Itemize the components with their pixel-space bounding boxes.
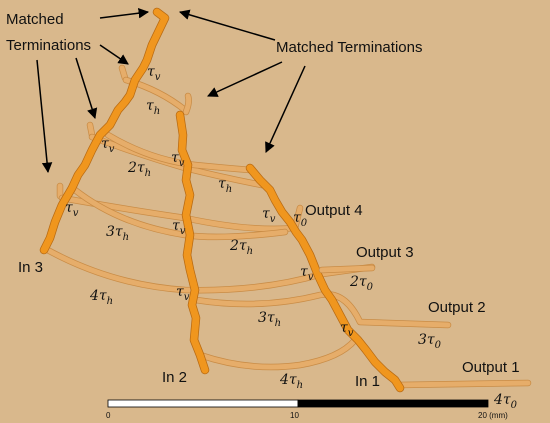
two-tau-h-label: 2τh [229, 238, 253, 257]
scale-bar-white [107, 399, 299, 408]
output4-label: Output 4 [305, 202, 363, 219]
annotation-arrows [36, 7, 306, 174]
in1-label: In 1 [355, 373, 380, 390]
matched-left-line1: Matched [6, 11, 64, 28]
four-tau-h-label: 4τh [89, 288, 113, 307]
h-line-2-2 [72, 187, 288, 240]
tau-h-label: τh [218, 176, 232, 195]
tau-v-label: τv [171, 150, 185, 169]
tau-v-label: τv [65, 200, 79, 219]
three-tau-0-label: 3τ0 [418, 332, 442, 351]
matched-terminations-right-label: Matched Terminations [276, 39, 422, 56]
two-tau-0-label: 2τ0 [349, 274, 374, 293]
matched-left-line2: Terminations [6, 37, 91, 54]
h-line-lower [197, 337, 358, 370]
in3-label: In 3 [18, 259, 43, 276]
scale-bar: 0 10 20 (mm) [106, 399, 508, 420]
tau-v-label: τv [300, 264, 314, 283]
scale-tick-0: 0 [106, 411, 111, 420]
tau-h-label: τh [146, 98, 160, 117]
three-tau-h-label: 3τh [106, 224, 129, 243]
vertical-line-1 [40, 8, 169, 254]
scale-tick-10: 10 [290, 411, 299, 420]
scale-tick-20: 20 (mm) [478, 411, 508, 420]
matched-terminations-left-label: Matched Terminations [6, 11, 91, 54]
scale-bar-black [297, 399, 489, 408]
vertical-line-2 [176, 111, 209, 374]
output2-label: Output 2 [428, 299, 486, 316]
tau-v-label: τv [101, 136, 115, 155]
h-line-3-2 [105, 132, 253, 173]
tau-v-label: τv [262, 206, 276, 225]
four-tau-h-label: 4τh [279, 372, 303, 391]
h-line-output-1 [395, 380, 531, 388]
output3-label: Output 3 [356, 244, 414, 261]
vertical-lines [39, 7, 405, 393]
vertical-line-3 [246, 164, 404, 392]
tau-v-label: τv [176, 284, 190, 303]
output1-label: Output 1 [462, 359, 520, 376]
tau-v-label: τv [172, 218, 186, 237]
tau-v-label: τv [340, 320, 354, 339]
output-3-stub [319, 265, 375, 273]
horizontal-lines [40, 64, 532, 389]
tau-v-label: τv [147, 64, 161, 83]
three-tau-h-label: 3τh [258, 310, 281, 329]
delay-labels: τv τv τv τv τv τv τv τv τv τh τh 2τh 3τh… [65, 64, 518, 411]
h-line-output-2 [193, 291, 451, 328]
tau-0-label: τ0 [293, 210, 308, 229]
four-tau-0-label: 4τ0 [493, 392, 518, 411]
two-tau-h-label: 2τh [127, 160, 151, 179]
in2-label: In 2 [162, 369, 187, 386]
h-line-1-2 [41, 245, 375, 293]
